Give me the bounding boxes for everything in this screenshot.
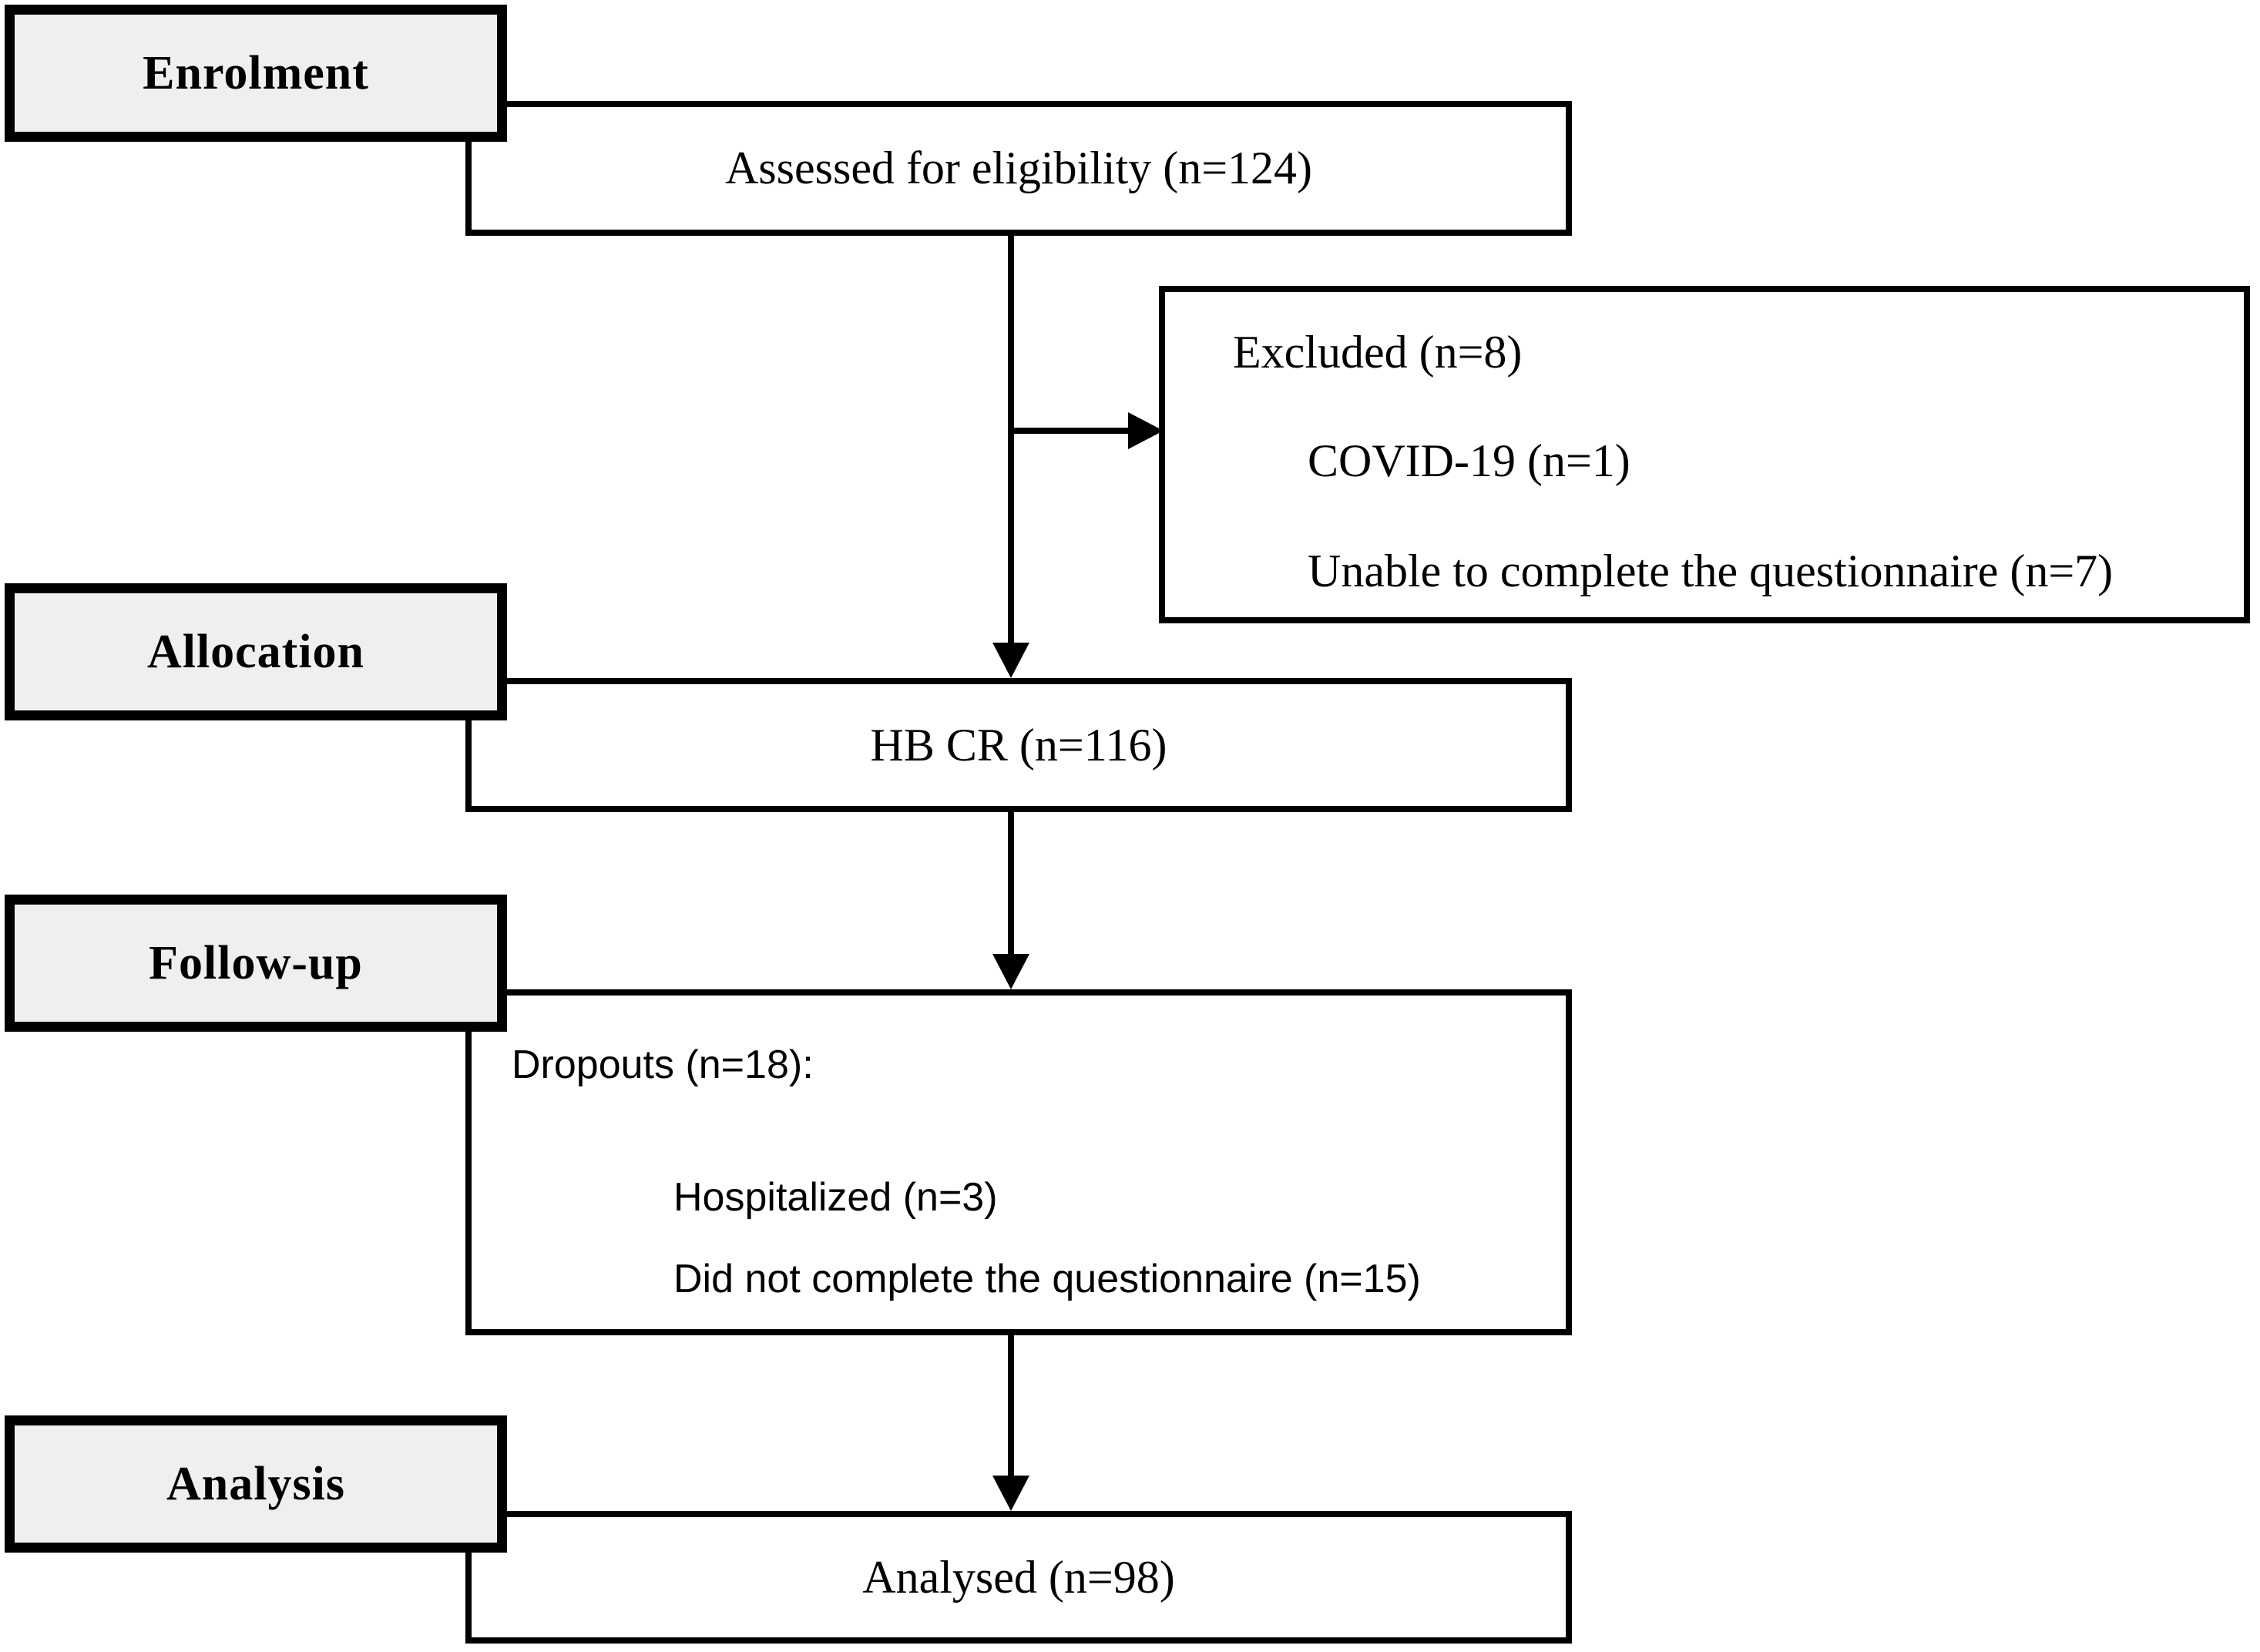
node-hb-cr-text: HB CR (n=116) bbox=[870, 719, 1167, 771]
node-assessed-text: Assessed for eligibility (n=124) bbox=[724, 143, 1313, 193]
stage-label-followup: Follow-up bbox=[149, 936, 363, 989]
stage-label-analysis: Analysis bbox=[166, 1457, 345, 1510]
dropouts-item-hospitalized: Hospitalized (n=3) bbox=[673, 1175, 998, 1220]
stage-label-allocation: Allocation bbox=[146, 625, 365, 678]
connector-assessed-to-hbcr bbox=[1008, 236, 1014, 644]
connector-dropouts-to-analysed bbox=[1008, 1335, 1014, 1477]
excluded-item-unable: Unable to complete the questionnaire (n=… bbox=[1308, 546, 2114, 596]
stage-box-enrolment: Enrolment bbox=[5, 5, 507, 142]
connector-hbcr-to-dropouts bbox=[1008, 812, 1014, 955]
excluded-title: Excluded (n=8) bbox=[1233, 327, 1523, 378]
node-analysed-text: Analysed (n=98) bbox=[862, 1551, 1175, 1603]
dropouts-item-not-complete: Did not complete the questionnaire (n=15… bbox=[673, 1257, 1421, 1301]
node-excluded-content: Excluded (n=8) COVID-19 (n=1) Unable to … bbox=[1165, 292, 2244, 598]
arrowhead-down-into-hbcr-icon bbox=[992, 643, 1029, 678]
node-dropouts: Dropouts (n=18): Hospitalized (n=3) Did … bbox=[465, 989, 1572, 1335]
stage-box-allocation: Allocation bbox=[5, 583, 507, 720]
stage-label-enrolment: Enrolment bbox=[143, 46, 369, 99]
node-hb-cr: HB CR (n=116) bbox=[465, 678, 1572, 812]
excluded-item-covid19: COVID-19 (n=1) bbox=[1308, 435, 1630, 486]
arrowhead-down-into-dropouts-icon bbox=[992, 954, 1029, 989]
arrowhead-right-into-excluded-icon bbox=[1128, 412, 1164, 449]
node-assessed: Assessed for eligibility (n=124) bbox=[465, 101, 1572, 236]
stage-box-analysis: Analysis bbox=[5, 1415, 507, 1553]
node-dropouts-content: Dropouts (n=18): Hospitalized (n=3) Did … bbox=[472, 996, 1566, 1302]
node-analysed: Analysed (n=98) bbox=[465, 1511, 1572, 1644]
stage-box-followup: Follow-up bbox=[5, 895, 507, 1032]
dropouts-title: Dropouts (n=18): bbox=[512, 1043, 814, 1087]
node-excluded: Excluded (n=8) COVID-19 (n=1) Unable to … bbox=[1159, 286, 2250, 623]
connector-branch-to-excluded bbox=[1008, 428, 1131, 434]
arrowhead-down-into-analysed-icon bbox=[992, 1476, 1029, 1511]
